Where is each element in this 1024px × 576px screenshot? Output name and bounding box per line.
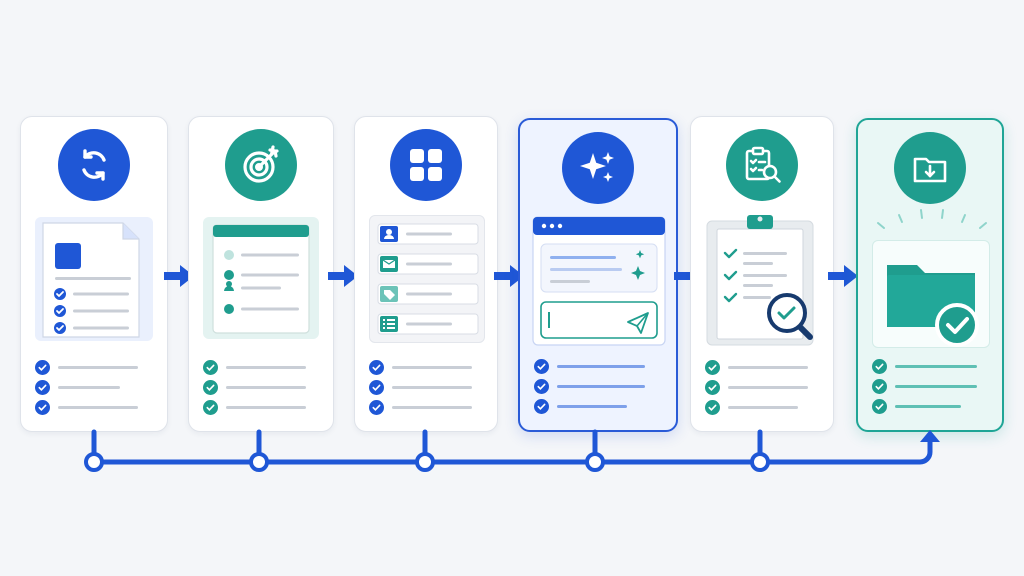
timeline-node [415,452,435,472]
arrow-right-icon [328,265,358,287]
grid-icon [390,129,462,201]
arrow-right-icon [828,265,858,287]
checklist [534,356,645,416]
sync-icon [58,129,130,201]
check-icon [705,359,720,375]
check-icon [872,378,887,394]
checklist [35,357,138,417]
check-icon [705,399,720,415]
category-panel [369,215,485,343]
check-icon [35,359,50,375]
checklist [203,357,306,417]
sparkle-icon [562,132,634,204]
checklist [369,357,472,417]
check-icon [369,399,384,415]
document-panel [35,217,153,341]
form-list [212,224,310,334]
check-icon [872,358,887,374]
step-card-1[interactable] [20,116,168,432]
check-icon [203,399,218,415]
user-icon [380,226,398,242]
target-icon [225,129,297,201]
check-icon [203,379,218,395]
timeline-node [249,452,269,472]
folder-download-icon [894,132,966,204]
mail-icon [380,256,398,272]
check-icon [369,359,384,375]
check-icon [369,379,384,395]
form-panel [203,217,319,339]
magnifier-check-icon [767,293,813,340]
check-icon [203,359,218,375]
category-list [377,223,479,335]
list-icon [380,316,398,332]
check-icon [534,378,549,394]
timeline-node [750,452,770,472]
arrow-right-icon [164,265,194,287]
check-icon [534,358,549,374]
sparkle-small-icon [631,250,645,280]
success-burst [877,209,987,229]
folder-check-icon [887,265,979,347]
send-icon[interactable] [627,312,649,334]
check-icon [35,379,50,395]
step-card-5[interactable] [690,116,834,432]
timeline-node [84,452,104,472]
check-icon [35,399,50,415]
arrow-right-icon [494,265,524,287]
step-card-2[interactable] [188,116,334,432]
folder-panel [872,240,990,348]
check-icon [705,379,720,395]
timeline-node [585,452,605,472]
ai-compose-panel [532,216,666,348]
step-card-3[interactable] [354,116,498,432]
checklist [705,357,808,417]
step-card-6[interactable] [856,118,1004,432]
ai-compose-window [532,216,666,346]
check-icon [872,398,887,414]
tag-icon [380,286,398,302]
document-icon [42,222,140,338]
clipboard-search-icon [726,129,798,201]
review-clipboard [706,215,814,346]
check-icon [534,398,549,414]
step-card-4[interactable] [518,118,678,432]
review-panel [705,213,837,349]
checklist [872,356,977,416]
